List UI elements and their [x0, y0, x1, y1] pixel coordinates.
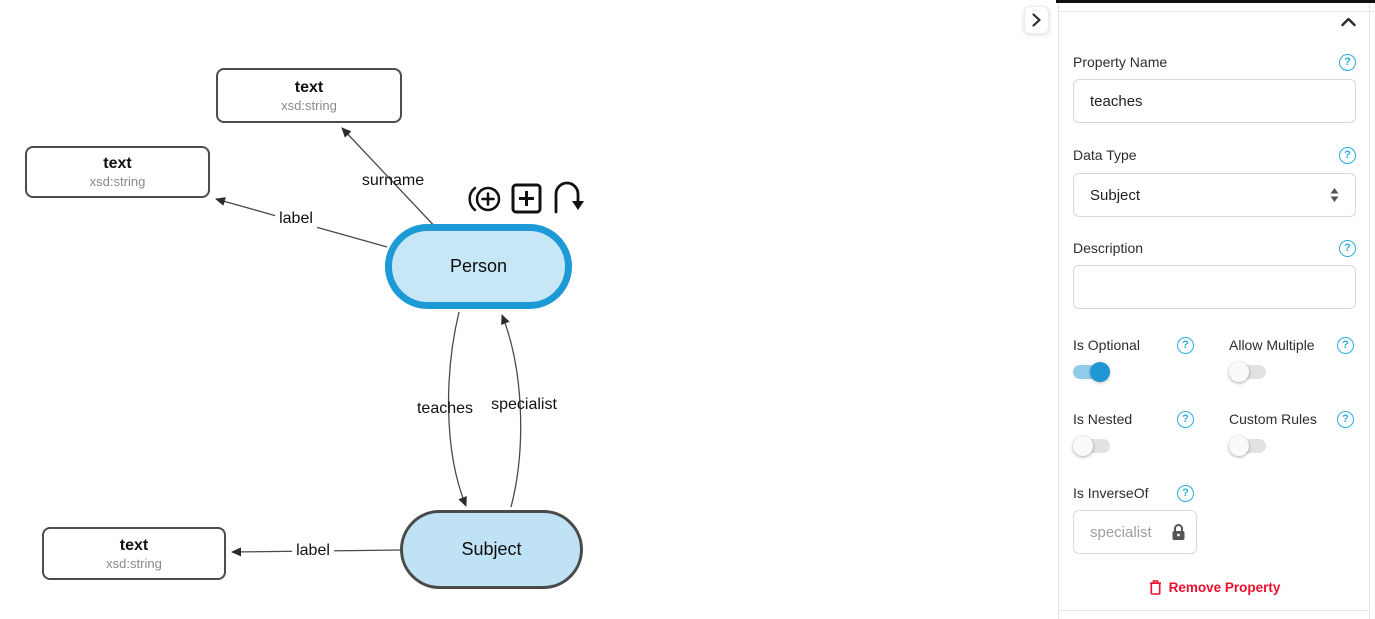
help-icon[interactable]: ?: [1339, 53, 1356, 71]
panel-top-border: [1056, 0, 1375, 3]
help-icon[interactable]: ?: [1339, 239, 1356, 257]
select-arrows-icon: [1330, 188, 1339, 202]
help-icon[interactable]: ?: [1339, 146, 1356, 164]
help-icon[interactable]: ?: [1177, 336, 1194, 354]
data-type-label: Data Type: [1073, 147, 1137, 163]
data-type-value: Subject: [1090, 186, 1141, 204]
edge-surname[interactable]: [341, 127, 441, 233]
help-icon[interactable]: ?: [1337, 336, 1354, 354]
datatype-subtitle: xsd:string: [89, 174, 146, 189]
chevron-right-icon: [1032, 13, 1041, 27]
datatype-box-subject-label[interactable]: text xsd:string: [42, 527, 226, 580]
data-type-select[interactable]: Subject: [1073, 173, 1356, 217]
node-subject-label: Subject: [461, 539, 522, 559]
panel-collapse-button[interactable]: [1024, 6, 1049, 34]
datatype-title: text: [103, 155, 132, 172]
property-name-input[interactable]: [1073, 79, 1356, 123]
lock-icon: [1172, 524, 1185, 540]
edge-label-teaches[interactable]: teaches: [416, 400, 474, 417]
diagram-canvas[interactable]: text xsd:string text xsd:string text xsd…: [0, 0, 1058, 619]
datatype-subtitle: xsd:string: [106, 555, 162, 571]
datatype-subtitle: xsd:string: [281, 97, 337, 113]
edge-teaches[interactable]: [447, 311, 467, 507]
add-relation-icon[interactable]: [468, 183, 502, 215]
edge-label-person-label[interactable]: label: [275, 210, 317, 228]
description-input[interactable]: [1073, 265, 1356, 309]
chevron-up-icon: [1340, 17, 1356, 27]
self-loop-icon[interactable]: [551, 181, 585, 216]
description-label: Description: [1073, 240, 1144, 256]
divider: [1059, 11, 1375, 12]
section-collapse-button[interactable]: [1339, 14, 1357, 30]
custom-rules-toggle[interactable]: [1229, 436, 1266, 456]
custom-rules-label: Custom Rules: [1229, 411, 1317, 427]
property-form: Property Name ? Data Type ? Subject Desc…: [1073, 0, 1356, 595]
help-icon[interactable]: ?: [1337, 410, 1354, 428]
remove-property-button[interactable]: Remove Property: [1073, 580, 1356, 595]
help-icon[interactable]: ?: [1177, 410, 1194, 428]
node-person[interactable]: Person: [385, 224, 572, 309]
datatype-title: text: [119, 536, 149, 554]
node-toolbar: [468, 181, 585, 216]
node-subject[interactable]: Subject: [400, 510, 583, 589]
add-property-icon[interactable]: [510, 182, 543, 215]
is-nested-toggle[interactable]: [1073, 436, 1110, 456]
trash-icon: [1149, 580, 1161, 595]
datatype-box-person-label[interactable]: text xsd:string: [25, 146, 210, 198]
scrollbar-gutter: [1369, 3, 1370, 619]
is-optional-label: Is Optional: [1073, 337, 1140, 353]
allow-multiple-label: Allow Multiple: [1229, 337, 1315, 353]
datatype-box-surname[interactable]: text xsd:string: [216, 68, 402, 123]
node-person-label: Person: [449, 256, 508, 276]
edge-label-surname[interactable]: surname: [361, 172, 425, 189]
help-icon[interactable]: ?: [1177, 484, 1194, 502]
edge-label-subject-label[interactable]: label: [292, 542, 334, 560]
edge-specialist[interactable]: [501, 314, 522, 508]
property-panel: Property Name ? Data Type ? Subject Desc…: [1056, 0, 1375, 619]
property-name-label: Property Name: [1073, 54, 1168, 70]
is-nested-label: Is Nested: [1073, 411, 1133, 427]
edge-label-specialist[interactable]: specialist: [491, 396, 557, 413]
divider: [1059, 610, 1369, 611]
is-optional-toggle[interactable]: [1073, 362, 1110, 382]
is-inverse-of-label: Is InverseOf: [1073, 485, 1149, 501]
allow-multiple-toggle[interactable]: [1229, 362, 1266, 382]
remove-property-label: Remove Property: [1168, 580, 1281, 595]
datatype-title: text: [294, 78, 324, 96]
